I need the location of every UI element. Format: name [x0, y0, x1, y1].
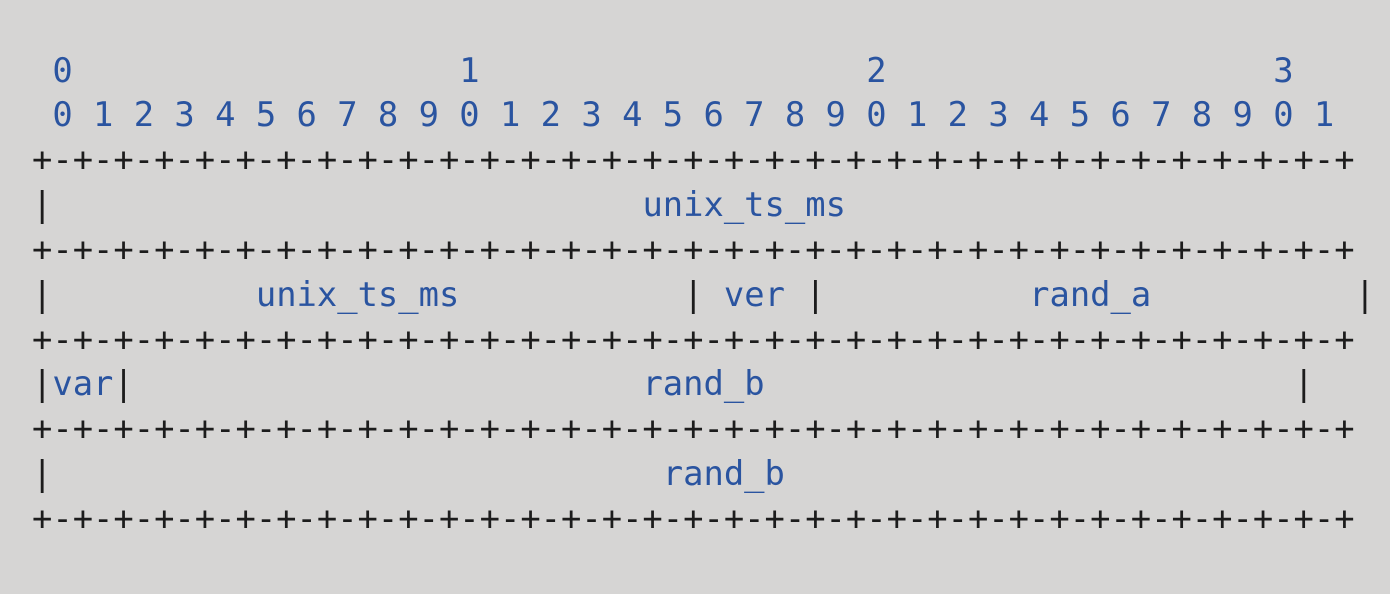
field-separator: |	[683, 275, 704, 314]
field-separator: |	[1354, 275, 1376, 314]
field-separator: |	[32, 454, 53, 493]
field-row: | unix_ts_ms |	[32, 188, 1390, 222]
field-separator: |	[32, 364, 53, 403]
field-separator: |	[1293, 364, 1314, 403]
border-line: +-+-+-+-+-+-+-+-+-+-+-+-+-+-+-+-+-+-+-+-…	[32, 230, 1355, 269]
field-row: |var| rand_b |	[32, 367, 1314, 401]
field-rand-b: rand_b	[642, 364, 765, 403]
border-line: +-+-+-+-+-+-+-+-+-+-+-+-+-+-+-+-+-+-+-+-…	[32, 140, 1355, 179]
field-unix-ts-ms: unix_ts_ms	[642, 185, 846, 224]
field-rand-b: rand_b	[662, 454, 785, 493]
field-separator: |	[32, 275, 53, 314]
field-ver: ver	[723, 275, 785, 314]
field-separator: |	[805, 275, 826, 314]
border-line: +-+-+-+-+-+-+-+-+-+-+-+-+-+-+-+-+-+-+-+-…	[32, 320, 1355, 359]
field-unix-ts-ms: unix_ts_ms	[255, 275, 460, 314]
bit-ruler-tens: 0 1 2 3	[32, 51, 1294, 90]
field-separator: |	[32, 185, 53, 224]
field-row: | unix_ts_ms | ver | rand_a |	[32, 278, 1375, 312]
border-line: +-+-+-+-+-+-+-+-+-+-+-+-+-+-+-+-+-+-+-+-…	[32, 499, 1355, 538]
field-separator: |	[113, 364, 134, 403]
field-var: var	[52, 364, 114, 403]
bit-ruler-ones: 0 1 2 3 4 5 6 7 8 9 0 1 2 3 4 5 6 7 8 9 …	[32, 95, 1335, 134]
field-row: | rand_b |	[32, 457, 1390, 491]
field-rand-a: rand_a	[1029, 275, 1152, 314]
border-line: +-+-+-+-+-+-+-+-+-+-+-+-+-+-+-+-+-+-+-+-…	[32, 409, 1355, 448]
